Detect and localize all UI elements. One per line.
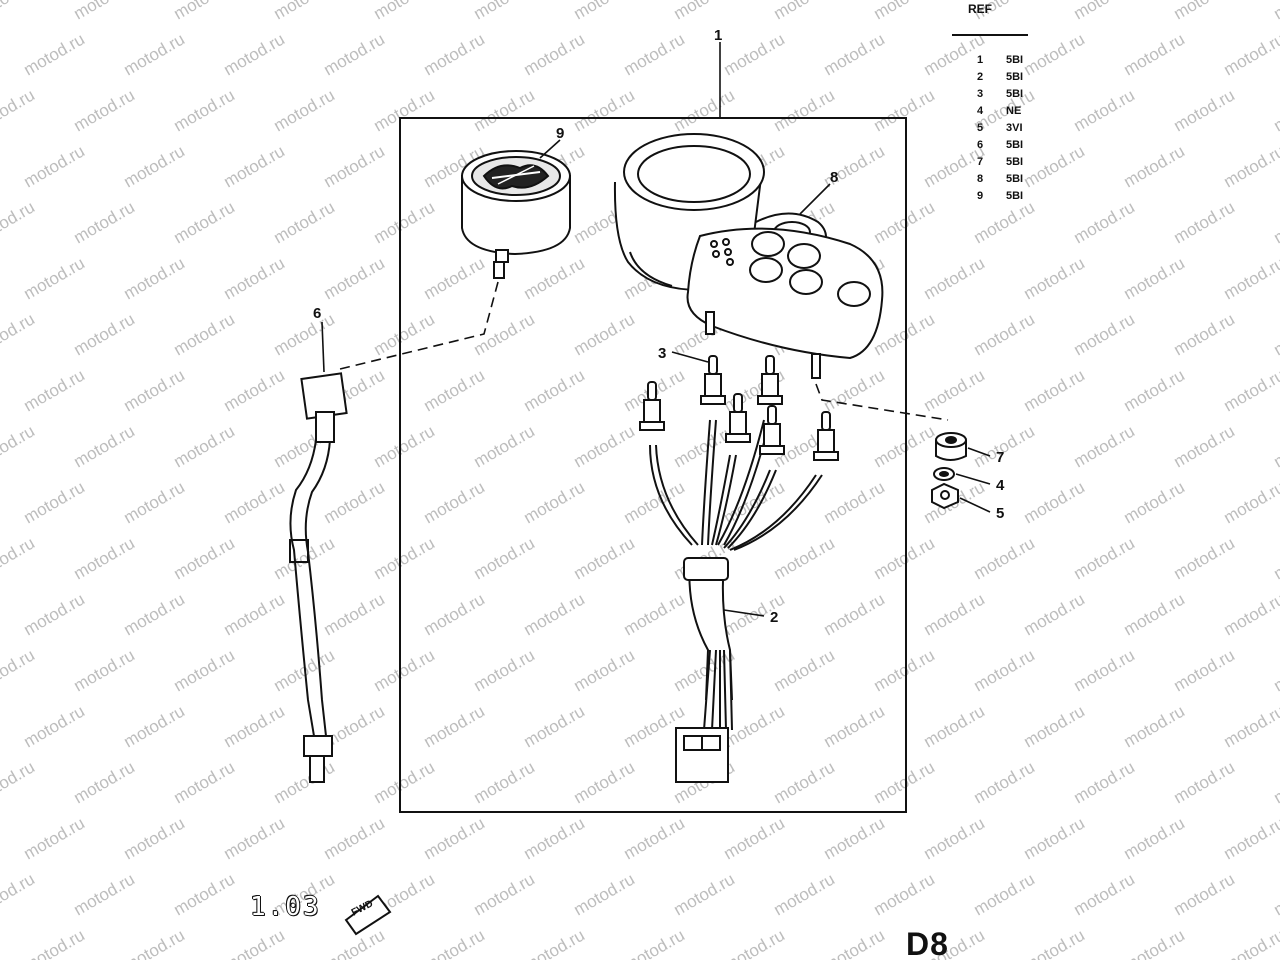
part-8-indicator-panel bbox=[686, 212, 884, 379]
ref-part-code: NE bbox=[1006, 105, 1022, 117]
ref-item-number: 9 bbox=[976, 190, 984, 202]
ref-part-code: 5BI bbox=[1006, 190, 1024, 202]
ref-part-code: 5BI bbox=[1006, 88, 1024, 100]
section-code: D8 bbox=[906, 926, 949, 962]
part-9-small-gauge bbox=[461, 150, 571, 279]
callout-7: 7 bbox=[996, 449, 1004, 466]
ref-part-code: 5BI bbox=[1006, 54, 1024, 66]
ref-row: 6 5BI bbox=[952, 139, 1032, 156]
callout-6: 6 bbox=[313, 305, 321, 322]
part-6-speedo-cable bbox=[289, 372, 348, 783]
ref-item-number: 5 bbox=[976, 122, 984, 134]
part-4-washer bbox=[933, 467, 955, 481]
leader-3 bbox=[671, 351, 709, 363]
ref-row: 4 NE bbox=[952, 105, 1032, 122]
ref-part-code: 5BI bbox=[1006, 156, 1024, 168]
ref-row: 2 5BI bbox=[952, 71, 1032, 88]
ref-item-number: 6 bbox=[976, 139, 984, 151]
callout-2: 2 bbox=[770, 609, 778, 626]
callout-5: 5 bbox=[996, 505, 1004, 522]
ref-part-code: 5BI bbox=[1006, 139, 1024, 151]
ref-row: 3 5BI bbox=[952, 88, 1032, 105]
callout-4: 4 bbox=[996, 477, 1005, 494]
ref-item-number: 1 bbox=[976, 54, 984, 66]
callout-1: 1 bbox=[714, 27, 722, 44]
ref-divider bbox=[952, 34, 1028, 36]
ref-item-number: 8 bbox=[976, 173, 984, 185]
leader-6 bbox=[321, 321, 325, 373]
ref-part-code: 3VI bbox=[1006, 122, 1023, 134]
part-3-bulb-sockets bbox=[639, 355, 839, 461]
leader-2 bbox=[723, 609, 765, 617]
assembly-frame bbox=[399, 117, 907, 813]
callout-8: 8 bbox=[830, 169, 838, 186]
ref-row: 1 5BI bbox=[952, 54, 1032, 71]
part-7-grommet bbox=[935, 432, 967, 461]
callout-9: 9 bbox=[556, 125, 564, 142]
ref-row: 8 5BI bbox=[952, 173, 1032, 190]
page-code: 1.03 bbox=[250, 892, 321, 922]
connection-lines bbox=[335, 281, 949, 421]
leader-8 bbox=[799, 183, 831, 215]
ref-item-number: 4 bbox=[976, 105, 984, 117]
callout-3: 3 bbox=[658, 345, 666, 362]
ref-item-number: 2 bbox=[976, 71, 984, 83]
part-2-wire-harness bbox=[649, 419, 823, 783]
ref-row: 5 3VI bbox=[952, 122, 1032, 139]
reference-table: REF 1 5BI 2 5BI 3 5BI 4 NE 5 3VI 6 5BI 7 5BI 8 5BI 9 5BI bbox=[952, 0, 1032, 215]
fwd-badge-shape bbox=[344, 894, 392, 936]
ref-part-code: 5BI bbox=[1006, 71, 1024, 83]
leader-9 bbox=[539, 139, 561, 159]
leader-4 bbox=[955, 473, 991, 485]
ref-row: 9 5BI bbox=[952, 190, 1032, 207]
ref-part-code: 5BI bbox=[1006, 173, 1024, 185]
part-5-nut bbox=[931, 482, 959, 510]
leader-5 bbox=[959, 497, 991, 513]
leader-7 bbox=[967, 447, 991, 457]
ref-row: 7 5BI bbox=[952, 156, 1032, 173]
ref-item-number: 7 bbox=[976, 156, 984, 168]
ref-header: REF bbox=[968, 2, 992, 16]
ref-item-number: 3 bbox=[976, 88, 984, 100]
